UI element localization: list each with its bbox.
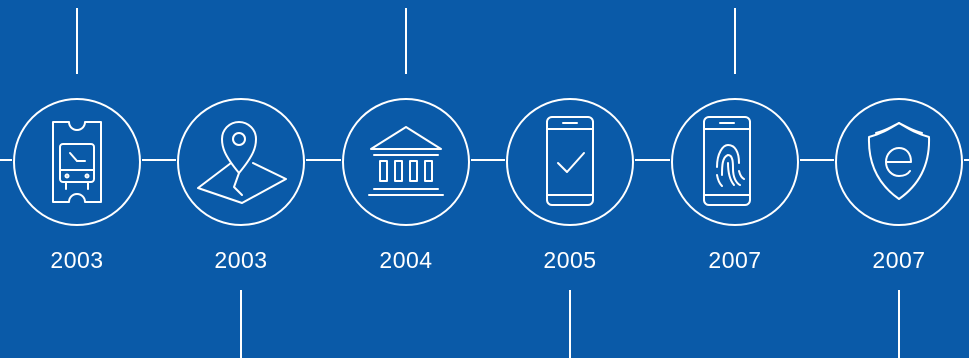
timeline-node-4 — [505, 97, 635, 227]
timeline-node-1 — [12, 97, 142, 227]
timeline-node-3 — [341, 97, 471, 227]
year-label: 2005 — [543, 247, 597, 273]
shield-e-icon — [835, 98, 963, 226]
phone-checkmark-icon — [506, 98, 634, 226]
timeline-node-6 — [834, 97, 964, 227]
timeline-node-2 — [176, 97, 306, 227]
bank-building-icon — [342, 98, 470, 226]
timeline-node-5 — [670, 97, 800, 227]
year-label: 2007 — [708, 247, 762, 273]
year-label: 2003 — [214, 247, 268, 273]
phone-fingerprint-icon — [671, 98, 799, 226]
bus-ticket-icon — [13, 98, 141, 226]
year-label: 2007 — [872, 247, 926, 273]
year-label: 2004 — [379, 247, 433, 273]
map-pin-icon — [177, 98, 305, 226]
year-label: 2003 — [50, 247, 104, 273]
